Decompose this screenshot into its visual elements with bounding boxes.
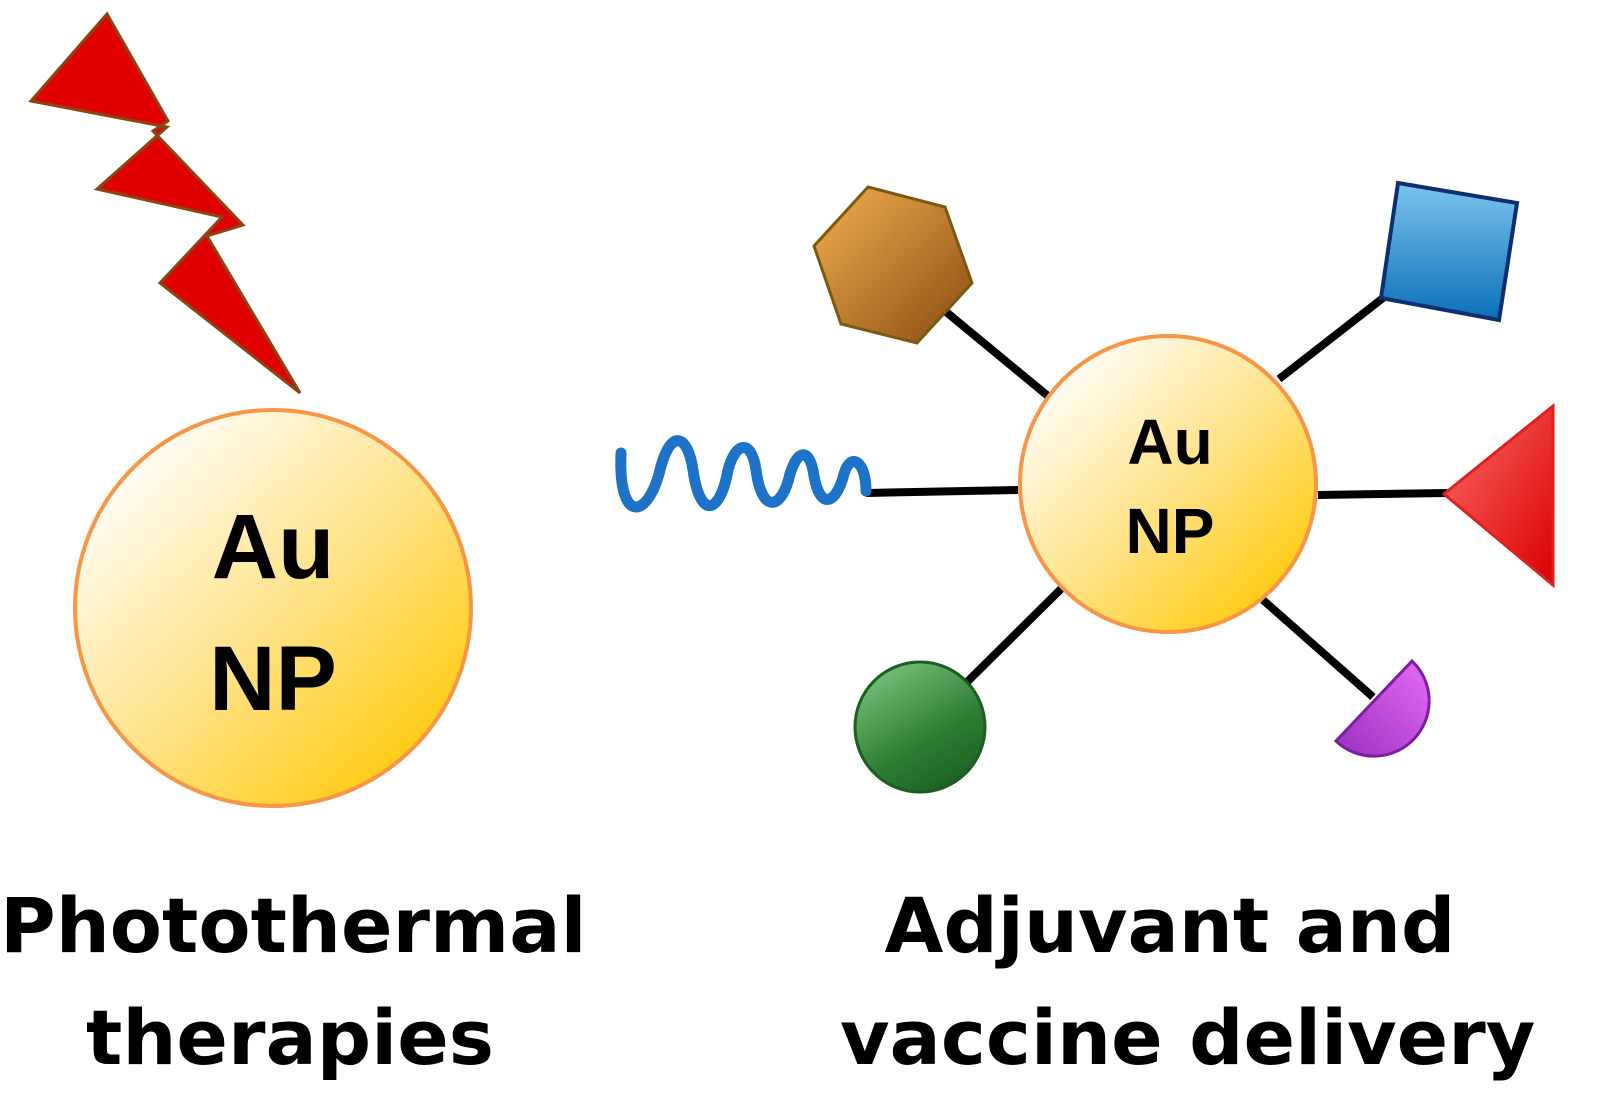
caption-adjuvant-vaccine: Adjuvant and vaccine delivery [840,870,1536,1094]
gold-nanoparticle-small: Au NP [1018,334,1318,634]
left-panel: Au NP [28,11,473,808]
circle-icon [853,660,987,794]
caption-photothermal: Photothermal therapies [0,870,587,1094]
square-icon [1378,180,1520,323]
linker-lines [865,294,1448,701]
triangle-icon [1441,402,1555,589]
nanoparticle-label-au: Au [1127,406,1212,478]
linker-half-disc [1260,596,1376,701]
lightning-bolt-icon [28,11,302,395]
nanoparticle-circle [1018,334,1318,634]
hexagon-icon [812,185,974,345]
caption-line: Photothermal [0,881,587,970]
squiggle-icon [615,435,872,513]
caption-line: vaccine delivery [840,993,1536,1082]
gold-nanoparticle-large: Au NP [73,408,473,808]
linker-square [1276,294,1386,383]
nanoparticle-label-np: NP [1126,495,1215,567]
right-panel: Au NP [615,180,1555,794]
linker-triangle [1317,489,1448,499]
half-disc-icon [1333,658,1431,758]
caption-line: Adjuvant and [884,881,1456,970]
nanoparticle-label-au: Au [212,496,335,598]
linker-squiggle [865,486,1019,497]
nanoparticle-label-np: NP [209,628,337,730]
nanoparticle-circle [73,408,473,808]
linker-hexagon [942,307,1051,400]
caption-line: therapies [86,993,494,1082]
linker-circle [959,585,1065,690]
